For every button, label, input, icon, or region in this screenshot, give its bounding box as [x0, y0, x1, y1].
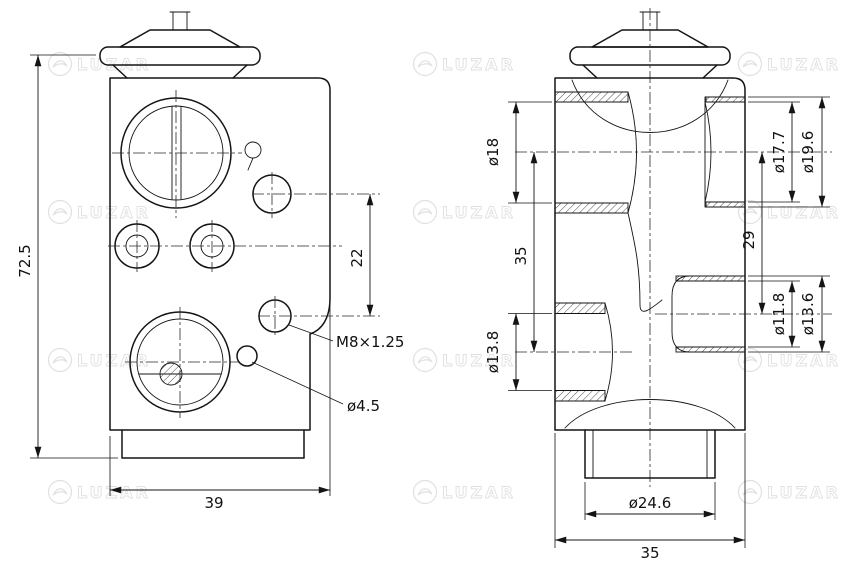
dim-overall-width: 39 [109, 302, 331, 512]
lower-port-centerlines [125, 307, 240, 418]
side-view: ø18 35 ø13.8 29 ø17.7 ø19.6 [484, 8, 832, 562]
pin-hole [244, 141, 262, 159]
dim-stem-diameter: ø24.6 [584, 482, 716, 520]
bottom-right-stub [671, 275, 746, 353]
dim-port-vertical-spacing-label: 35 [512, 246, 530, 265]
luzar-watermark [737, 199, 842, 225]
lower-chamber-contour [564, 399, 736, 429]
lower-port-pin-section [159, 362, 183, 386]
dim-overall-width-label: 39 [204, 494, 223, 512]
dim-bottom-stub-outer-label: ø13.6 [799, 293, 817, 336]
dim-top-stub-inner: ø17.7 [748, 101, 800, 203]
luzar-watermark [412, 199, 517, 225]
top-right-stub [704, 96, 746, 208]
label-hole-callout: ø4.5 [251, 361, 380, 415]
luzar-watermark [47, 479, 152, 505]
dim-top-port-bore-label: ø18 [484, 138, 502, 166]
luzar-watermark [737, 479, 842, 505]
small-hole [236, 345, 258, 367]
pin-hole-tick [247, 157, 254, 171]
label-hole-text: ø4.5 [347, 397, 380, 415]
dim-bottom-stub-inner-label: ø11.8 [770, 293, 788, 336]
dim-overall-height-label: 72.5 [16, 244, 34, 277]
cap-skirt [582, 64, 718, 79]
dim-bottom-left-bore: ø13.8 [484, 313, 552, 391]
luzar-watermark [47, 347, 152, 373]
dim-top-stub-outer: ø19.6 [748, 96, 830, 208]
label-thread-callout: M8×1.25 [288, 324, 404, 351]
dim-overall-height: 72.5 [16, 54, 118, 459]
dim-bottom-left-bore-label: ø13.8 [484, 331, 502, 374]
dim-port-spacing-label: 22 [348, 248, 366, 267]
dim-bottom-stub-inner: ø11.8 [748, 280, 800, 348]
dim-stub-spacing: 29 [740, 152, 766, 314]
body-outline [109, 77, 331, 431]
dim-port-vertical-spacing: 35 [512, 152, 538, 352]
bottom-stem-inner-lines [592, 429, 708, 479]
front-view: 72.5 39 22 M8×1.25 ø4.5 [16, 11, 404, 512]
dim-stub-spacing-label: 29 [740, 230, 758, 249]
cap-flange [99, 46, 261, 66]
dim-bottom-stub-outer: ø13.6 [748, 275, 830, 353]
top-left-threaded-bore [554, 91, 637, 214]
label-thread-text: M8×1.25 [336, 333, 404, 351]
bottom-left-threaded-bore [554, 302, 613, 402]
mid-ports-centerlines [108, 220, 342, 272]
dim-top-stub-outer-label: ø19.6 [799, 131, 817, 174]
base-outline [121, 429, 305, 459]
luzar-watermark [737, 51, 842, 77]
dim-top-port-bore: ø18 [484, 101, 552, 204]
luzar-watermark [47, 199, 152, 225]
dim-top-stub-inner-label: ø17.7 [770, 131, 788, 174]
dim-stem-diameter-label: ø24.6 [629, 494, 672, 512]
luzar-watermark [412, 51, 517, 77]
cap-skirt [112, 64, 248, 79]
passage-contour [627, 212, 663, 312]
cap-stem [169, 11, 191, 31]
bottom-stem [584, 429, 716, 479]
upper-chamber-contour [571, 79, 729, 133]
dim-body-width-label: 35 [640, 544, 659, 562]
dim-port-spacing: 22 [252, 193, 380, 317]
body-outline [554, 77, 746, 431]
luzar-watermark [412, 479, 517, 505]
dim-body-width: 35 [554, 433, 746, 562]
upper-port-centerlines [112, 90, 242, 218]
cap-cone [119, 29, 241, 48]
